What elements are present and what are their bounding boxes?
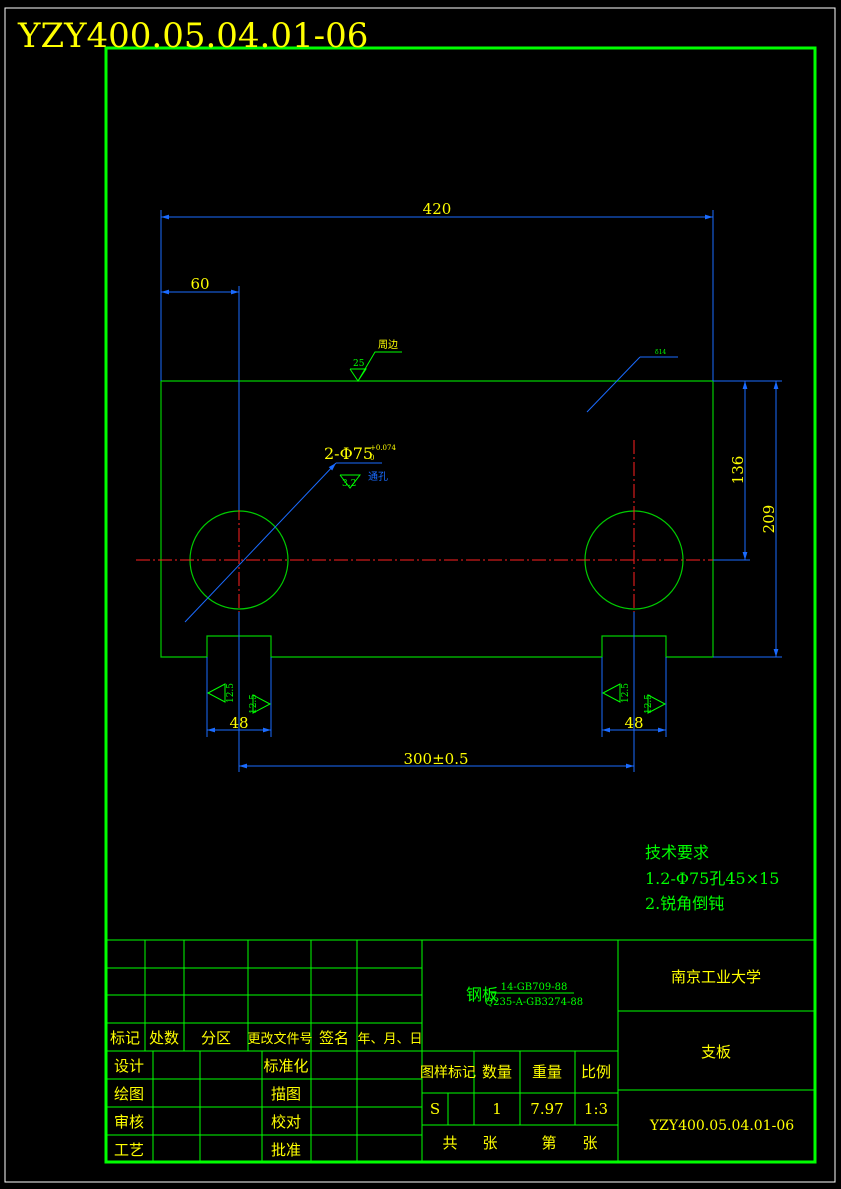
role-drafting: 绘图 xyxy=(114,1085,144,1103)
centerlines xyxy=(136,440,740,630)
sheet-total-label: 共 xyxy=(442,1134,457,1152)
part-name: 支板 xyxy=(701,1043,731,1061)
role-process: 工艺 xyxy=(114,1141,144,1159)
dimension-lines xyxy=(160,210,782,772)
role-design: 设计 xyxy=(114,1057,144,1075)
role-review: 审核 xyxy=(114,1113,144,1131)
sheet-index-unit: 张 xyxy=(582,1134,597,1152)
sheet-border xyxy=(4,7,836,1183)
title-block-grid xyxy=(106,939,815,1162)
dim-slot-width-right: 48 xyxy=(624,714,643,732)
hole-tolerance-lower: 0 xyxy=(370,454,374,462)
chamfer-right-b: 12.5 xyxy=(644,694,654,714)
spec-value-scale: 1:3 xyxy=(584,1100,608,1118)
chamfer-right-a: 12.5 xyxy=(621,683,631,703)
dim-overall-height: 209 xyxy=(760,505,778,534)
spec-header-scale: 比例 xyxy=(581,1063,611,1081)
dim-height-to-center: 136 xyxy=(729,456,747,485)
drawing-number-label: YZY400.05.04.01-06 xyxy=(17,16,368,56)
sheet-index-label: 第 xyxy=(541,1134,556,1152)
roughness-symbols xyxy=(206,351,667,714)
spec-value-weight: 7.97 xyxy=(530,1100,563,1118)
tolerance-texts: +0.074 0 周边 δ14 xyxy=(370,339,666,462)
part-outline xyxy=(160,380,714,658)
hole-roughness-value: 3.2 xyxy=(342,479,356,489)
tech-requirement-2: 2.锐角倒钝 xyxy=(645,894,724,913)
rev-header-zone: 分区 xyxy=(201,1029,231,1047)
tech-requirement-1: 1.2-Φ75孔45×15 xyxy=(645,869,779,888)
title-block-texts: 标记 处数 分区 更改文件号 签名 年、月、日 设计 绘图 审核 工艺 标准化 … xyxy=(110,968,794,1159)
edge-note: 周边 xyxy=(378,339,398,351)
university-name: 南京工业大学 xyxy=(671,968,761,986)
rev-header-signature: 签名 xyxy=(319,1029,349,1047)
rev-header-mark: 标记 xyxy=(110,1029,140,1047)
spec-header-quantity: 数量 xyxy=(482,1063,512,1081)
hole-through-note: 通孔 xyxy=(368,471,388,483)
rev-header-date: 年、月、日 xyxy=(357,1032,422,1047)
drawing-code: YZY400.05.04.01-06 xyxy=(649,1118,794,1134)
material-block: 钢板 14-GB709-88 Q235-A-GB3274-88 xyxy=(466,982,583,1008)
tech-requirements: 技术要求 1.2-Φ75孔45×15 2.锐角倒钝 xyxy=(645,843,779,913)
approval-tracing: 描图 xyxy=(271,1085,301,1103)
approval-proofread: 校对 xyxy=(271,1113,301,1131)
chamfer-left-b: 12.5 xyxy=(249,694,259,714)
material-spec-bottom: Q235-A-GB3274-88 xyxy=(485,997,583,1008)
dim-hole-spacing: 300±0.5 xyxy=(403,750,468,768)
spec-value-quantity: 1 xyxy=(492,1100,502,1118)
leader-note: δ14 xyxy=(655,349,666,356)
approval-approve: 批准 xyxy=(271,1141,301,1159)
dimension-texts: 420 60 136 209 48 48 300±0.5 2-Φ75 xyxy=(190,200,778,768)
spec-value-mark: S xyxy=(430,1100,440,1118)
material-spec-top: 14-GB709-88 xyxy=(501,982,568,993)
dim-hole-offset: 60 xyxy=(190,275,209,293)
rev-header-docno: 更改文件号 xyxy=(247,1032,312,1047)
chamfer-left-a: 12.5 xyxy=(226,683,236,703)
tech-requirements-title: 技术要求 xyxy=(645,843,709,862)
edge-roughness-value: 25 xyxy=(353,359,365,369)
roughness-texts: 25 3.2 通孔 12.5 12.5 12.5 12.5 xyxy=(226,359,654,714)
sheet-total-unit: 张 xyxy=(482,1134,497,1152)
rev-header-count: 处数 xyxy=(149,1029,179,1047)
hole-tolerance-upper: +0.074 xyxy=(370,444,396,452)
spec-header-drawing-mark: 图样标记 xyxy=(420,1065,476,1081)
approval-standardization: 标准化 xyxy=(263,1057,308,1075)
spec-header-weight: 重量 xyxy=(532,1063,562,1081)
material-name: 钢板 xyxy=(466,985,498,1004)
dim-overall-width: 420 xyxy=(423,200,452,218)
drawing-frame xyxy=(104,46,817,1164)
callout-hole-spec: 2-Φ75 xyxy=(324,444,373,463)
dim-slot-width-left: 48 xyxy=(229,714,248,732)
